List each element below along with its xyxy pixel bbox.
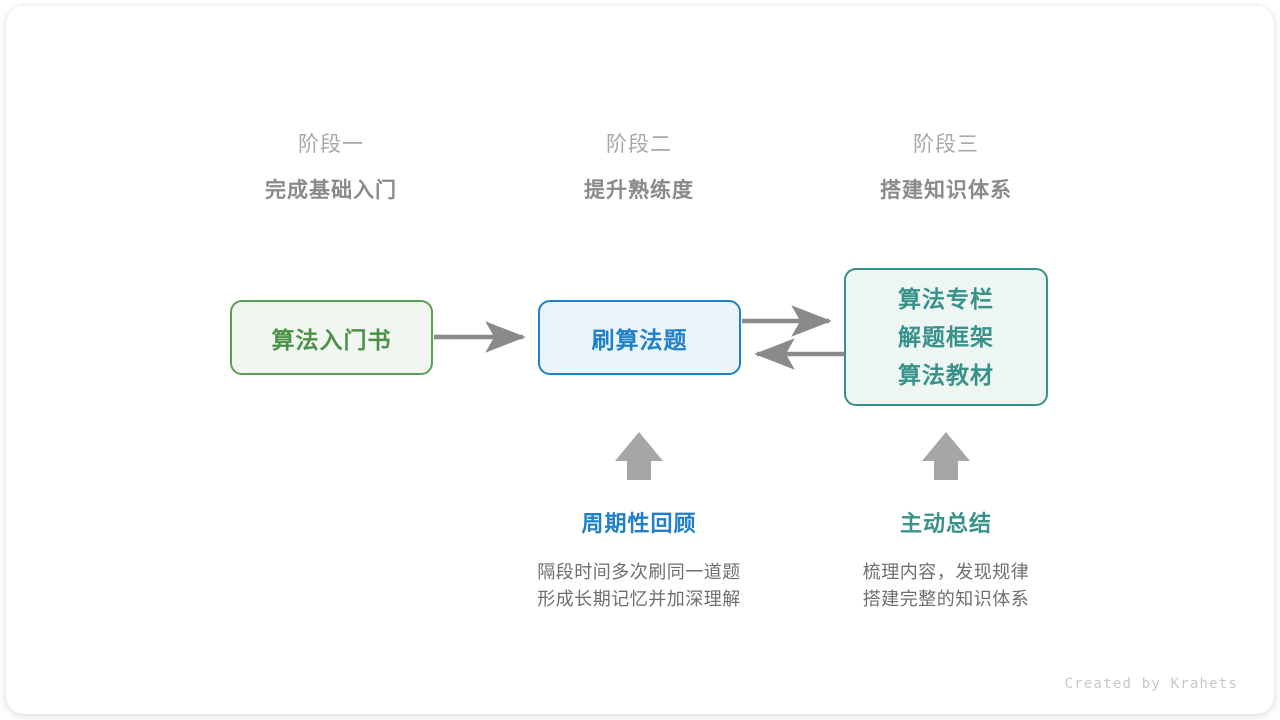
stage-1-label: 阶段一 [298, 133, 364, 156]
stage-header-2: 阶段二 提升熟练度 [509, 130, 769, 206]
node-practice-label: 刷算法题 [591, 326, 688, 353]
note-review-body: 隔段时间多次刷同一道题 形成长期记忆并加深理解 [489, 559, 789, 613]
node-resources-line-3: 算法教材 [898, 362, 994, 388]
note-review-body-line-1: 隔段时间多次刷同一道题 [537, 562, 741, 582]
annotation-active-summary: 主动总结 梳理内容，发现规律 搭建完整的知识体系 [796, 509, 1096, 613]
note-summary-body-line-1: 梳理内容，发现规律 [862, 562, 1030, 582]
credit-text: Created by Krahets [1064, 676, 1238, 692]
node-book-label: 算法入门书 [271, 326, 392, 353]
note-review-title: 周期性回顾 [581, 511, 697, 536]
stage-1-sublabel: 完成基础入门 [265, 179, 397, 202]
stage-3-label: 阶段三 [913, 133, 979, 156]
stage-header-3: 阶段三 搭建知识体系 [816, 130, 1076, 206]
stage-3-sublabel: 搭建知识体系 [880, 179, 1012, 202]
node-practice-problems[interactable]: 刷算法题 [538, 300, 741, 375]
node-resources-line-1: 算法专栏 [898, 286, 994, 312]
node-algorithm-intro-book[interactable]: 算法入门书 [230, 300, 433, 375]
annotation-periodic-review: 周期性回顾 隔段时间多次刷同一道题 形成长期记忆并加深理解 [489, 509, 789, 613]
stage-2-sublabel: 提升熟练度 [584, 179, 694, 202]
note-review-body-line-2: 形成长期记忆并加深理解 [537, 589, 741, 609]
node-knowledge-resources[interactable]: 算法专栏 解题框架 算法教材 [844, 268, 1048, 406]
note-summary-body-line-2: 搭建完整的知识体系 [862, 589, 1030, 609]
node-resources-line-2: 解题框架 [898, 324, 994, 350]
stage-2-label: 阶段二 [606, 133, 672, 156]
stage-header-1: 阶段一 完成基础入门 [201, 130, 461, 206]
note-summary-title: 主动总结 [899, 511, 992, 536]
note-summary-body: 梳理内容，发现规律 搭建完整的知识体系 [796, 559, 1096, 613]
